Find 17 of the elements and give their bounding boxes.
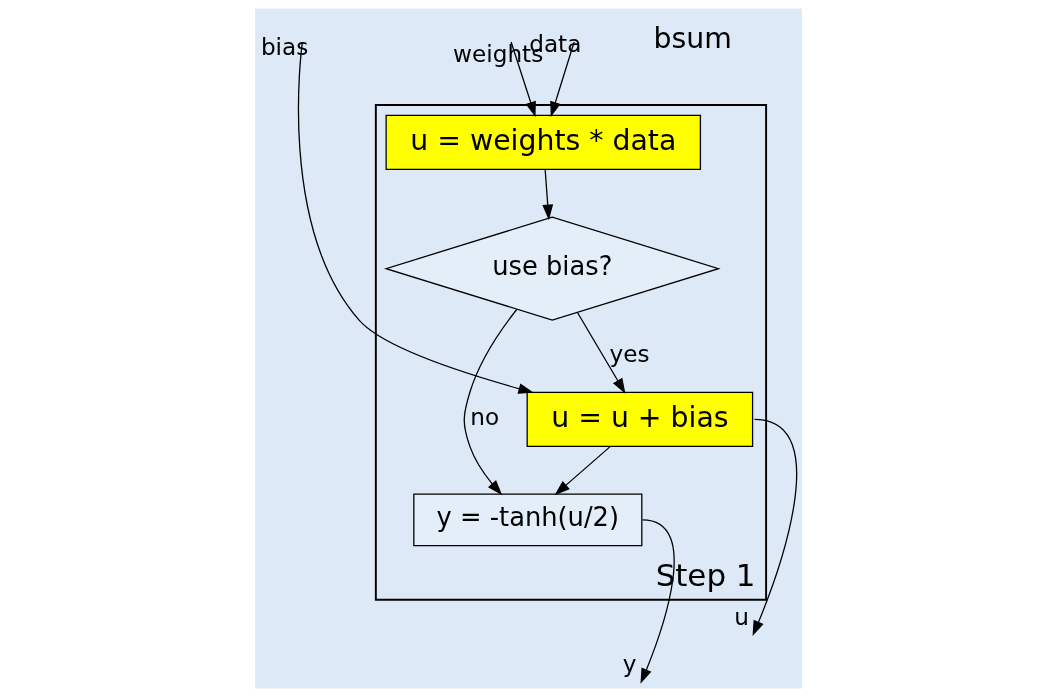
arrow (639, 519, 675, 684)
edge-label: yes (609, 339, 650, 367)
node-box: y = -tanh(u/2) (412, 493, 642, 547)
node-box: u = u + bias (526, 391, 753, 448)
arrow (463, 309, 517, 496)
arrow (576, 312, 625, 394)
edge-label: no (469, 403, 499, 431)
label: bsum (653, 21, 732, 55)
node-box: u = weights * data (385, 114, 701, 171)
arrow (297, 41, 534, 394)
arrow (752, 418, 797, 637)
edge-label: y (622, 650, 636, 678)
arrow (541, 169, 553, 221)
edge-label: u (733, 602, 749, 630)
arrow (554, 446, 610, 496)
node-diamond: use bias? (383, 216, 721, 321)
arrow (549, 41, 575, 118)
